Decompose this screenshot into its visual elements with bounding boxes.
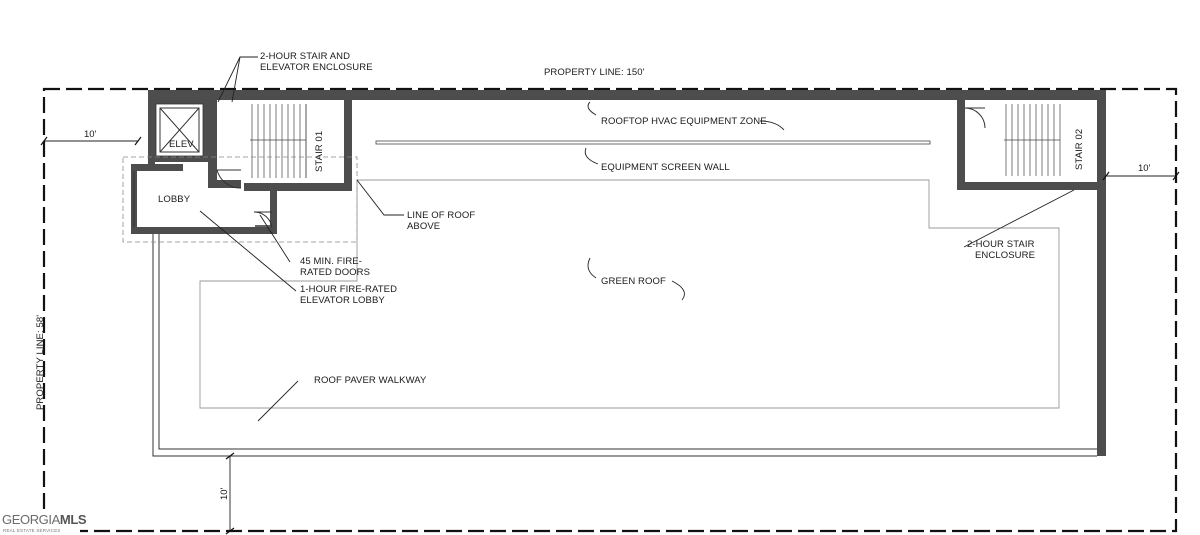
- property-line-top-label: PROPERTY LINE: 150': [544, 67, 645, 78]
- stair-02-treads: [1004, 104, 1061, 176]
- stair-01-label: STAIR 01: [314, 131, 325, 172]
- lobby-label: LOBBY: [158, 194, 191, 205]
- stair-02-door-swing: [964, 107, 986, 129]
- stair-01-treads: [250, 104, 307, 178]
- stair-door-swing: [253, 211, 273, 229]
- core-partition-wall: [208, 98, 217, 188]
- stair-02-west-wall: [957, 98, 965, 190]
- fire-doors-label-line2: RATED DOORS: [300, 267, 370, 278]
- elevator-lobby-label-line2: ELEVATOR LOBBY: [300, 295, 385, 306]
- stair-02-south-wall: [957, 182, 1106, 190]
- stair-enclosure-right-label-line1: 2-HOUR STAIR: [967, 239, 1035, 250]
- core-partition-stub: [208, 180, 241, 188]
- line-of-roof-label-line2: ABOVE: [407, 221, 440, 232]
- property-line-left-label: PROPERTY LINE: 58': [35, 315, 46, 410]
- elevator-lobby-label-line1: 1-HOUR FIRE-RATED: [300, 284, 397, 295]
- roof-edge-inner: [158, 232, 1097, 450]
- stair-enclosure-right-label-line2: ENCLOSURE: [975, 250, 1035, 261]
- roof-edge-outer: [152, 232, 1097, 457]
- elevator-car-outline: [159, 107, 200, 153]
- lobby-door-swing: [216, 169, 242, 189]
- screen-wall-label: EQUIPMENT SCREEN WALL: [601, 162, 730, 173]
- lobby-north-wall: [131, 164, 183, 171]
- georgia-mls-logo: GEORGIAMLS REAL ESTATE SERVICES: [0, 509, 87, 535]
- green-roof-outline: [199, 179, 1060, 409]
- elevator-label: ELEV.: [169, 139, 196, 150]
- east-wall: [1097, 90, 1106, 456]
- logo-tagline: REAL ESTATE SERVICES: [3, 528, 61, 533]
- stair-01-south-wall: [244, 183, 352, 191]
- leader-lines: [199, 56, 1075, 422]
- left-setback-dimension: 10': [84, 129, 97, 140]
- bottom-setback-dimension: 10': [219, 487, 230, 500]
- walkway-label: ROOF PAVER WALKWAY: [314, 375, 427, 386]
- north-wall: [148, 90, 1106, 100]
- lobby-south-wall: [131, 227, 277, 234]
- hvac-zone-label: ROOFTOP HVAC EQUIPMENT ZONE: [601, 116, 767, 127]
- line-of-roof-label-line1: LINE OF ROOF: [407, 210, 475, 221]
- logo-brand: GEORGIAMLS: [2, 512, 87, 527]
- green-roof-label: GREEN ROOF: [601, 276, 666, 287]
- property-line-boundary: [42, 87, 1178, 533]
- logo-brand-a: GEORGIA: [2, 512, 60, 527]
- stair-02-label: STAIR 02: [1074, 129, 1085, 170]
- fire-doors-label-line1: 45 MIN. FIRE-: [300, 256, 362, 267]
- logo-brand-b: MLS: [59, 512, 87, 527]
- stair-01-east-wall: [344, 98, 352, 191]
- right-setback-dimension: 10': [1138, 163, 1151, 174]
- lobby-east-wall: [270, 188, 277, 234]
- dimension-lines: [40, 136, 1180, 535]
- stair-elevator-enclosure-label-line1: 2-HOUR STAIR AND: [260, 51, 350, 62]
- stair-elevator-enclosure-label-line2: ELEVATOR ENCLOSURE: [260, 62, 373, 73]
- equipment-screen-wall: [375, 140, 931, 145]
- elevator-cross-b: [159, 107, 200, 153]
